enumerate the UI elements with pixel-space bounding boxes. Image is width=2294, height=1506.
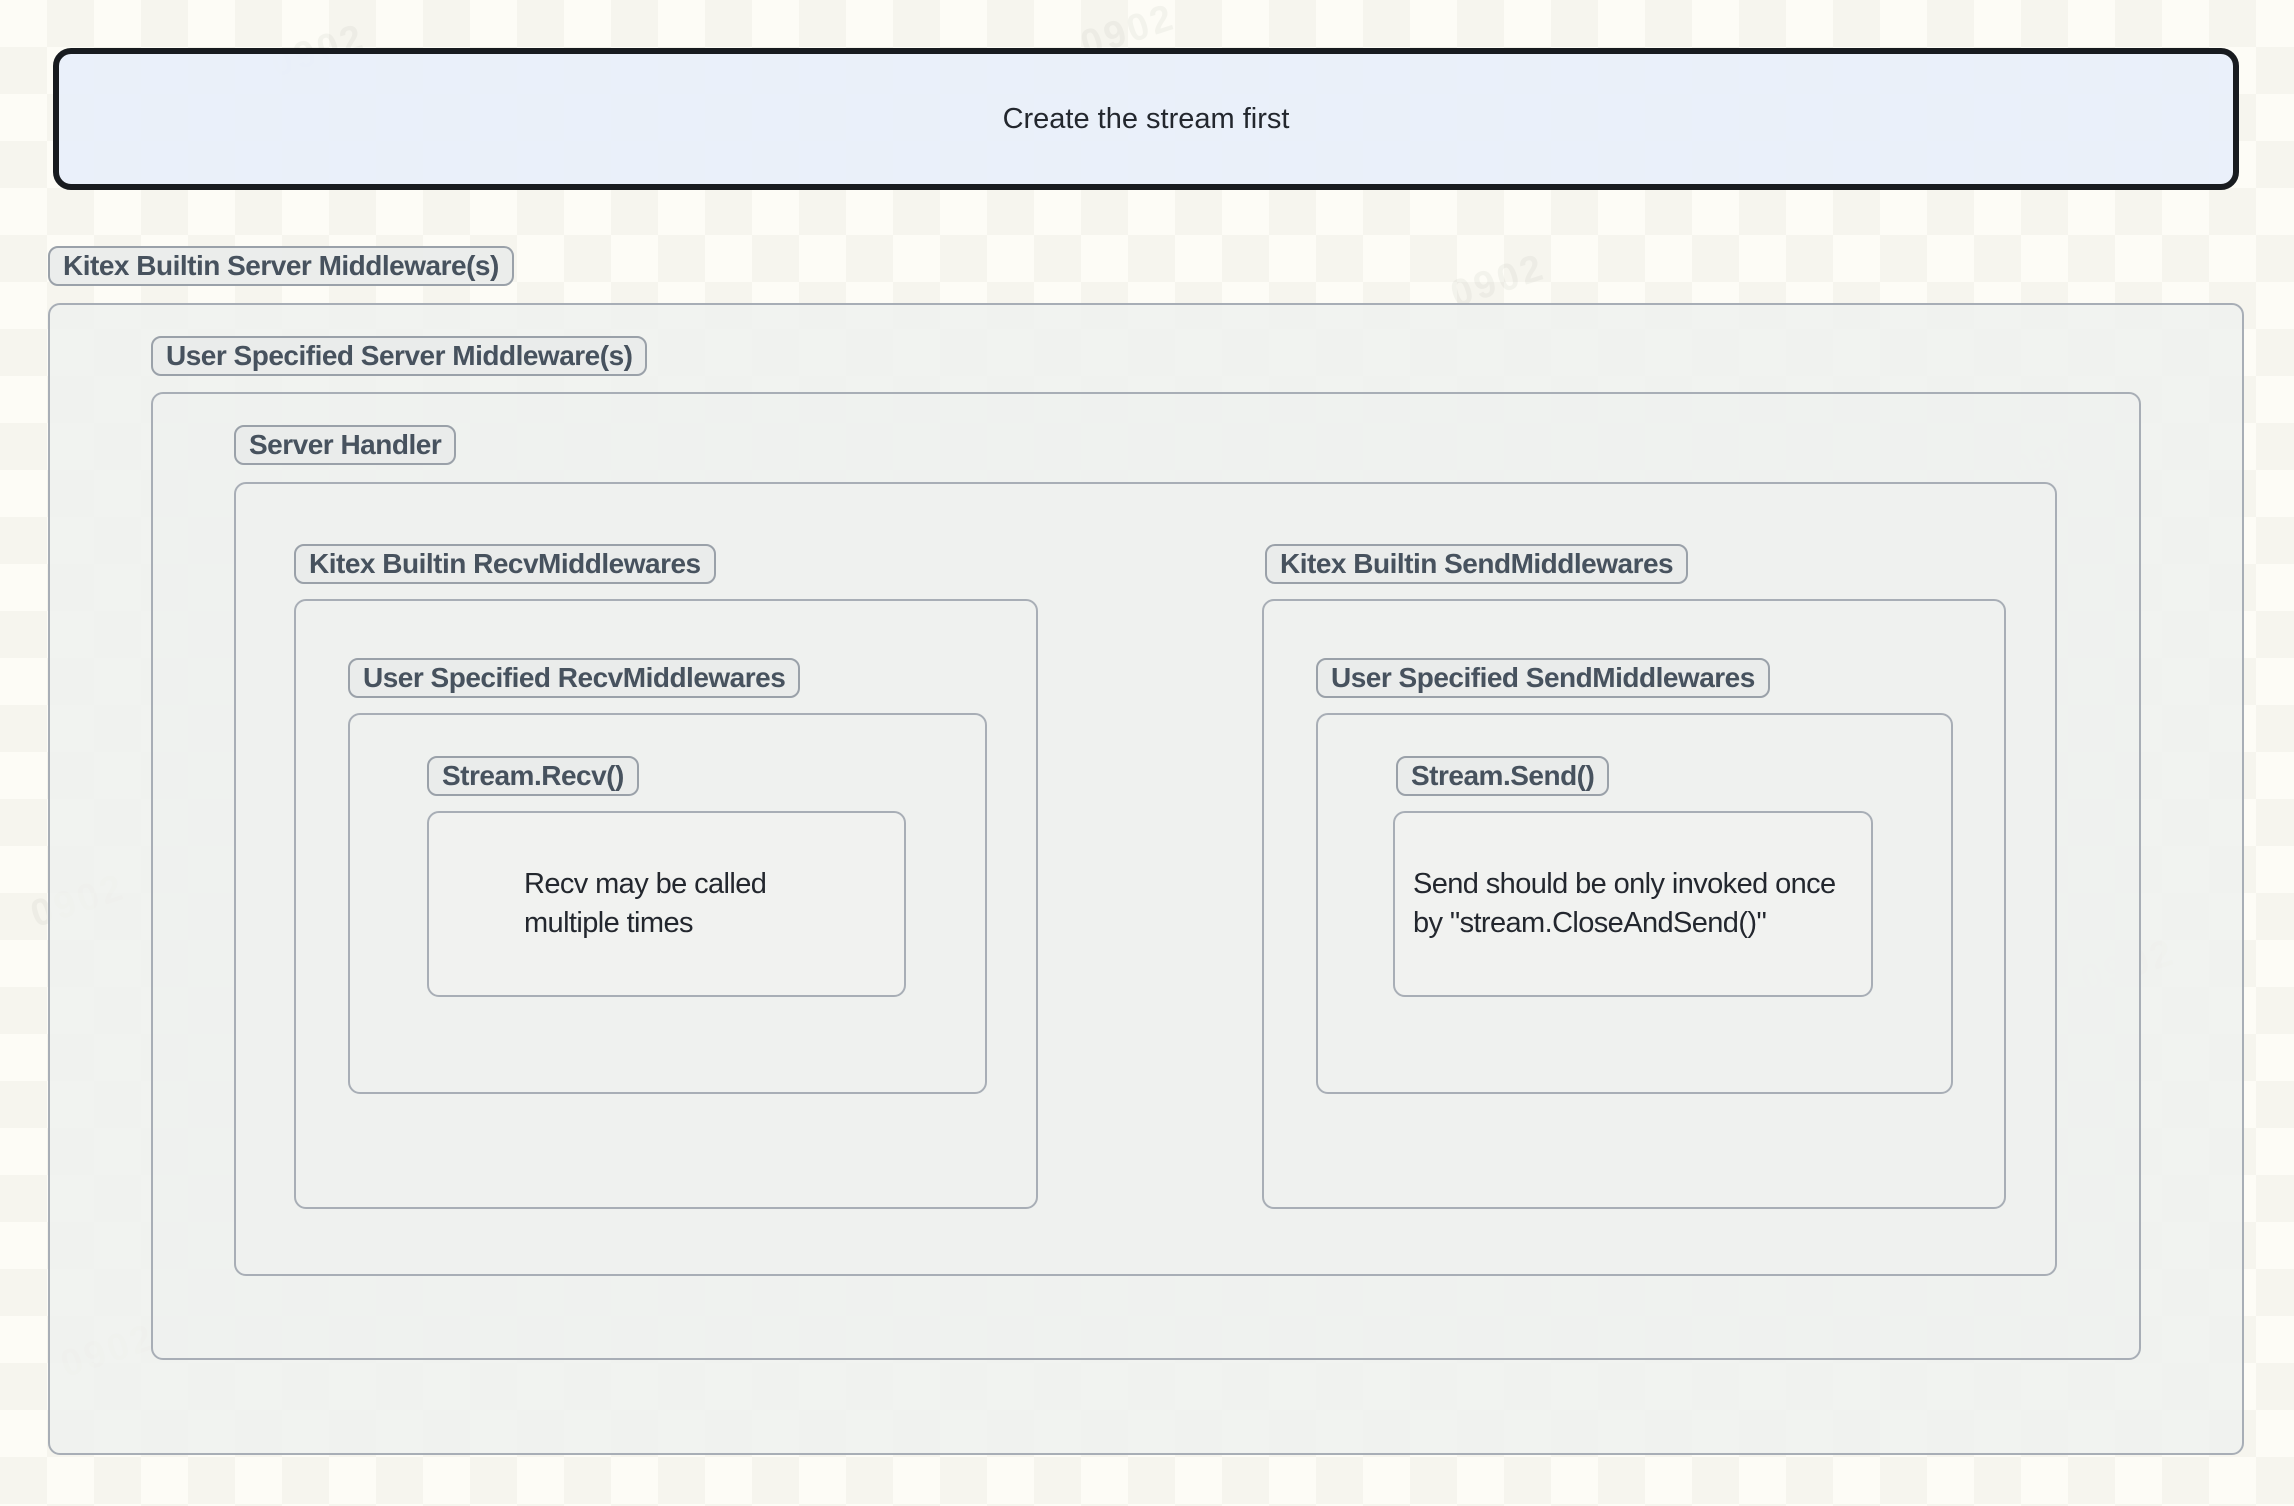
create-stream-note-label: Create the stream first bbox=[1002, 102, 1290, 135]
badge-kitex-builtin-server-middlewares: Kitex Builtin Server Middleware(s) bbox=[48, 246, 514, 286]
create-stream-note-box: Create the stream first bbox=[53, 48, 2239, 190]
badge-kitex-builtin-recv-middlewares: Kitex Builtin RecvMiddlewares bbox=[294, 544, 716, 584]
badge-stream-send: Stream.Send() bbox=[1396, 756, 1610, 796]
badge-kitex-builtin-send-middlewares: Kitex Builtin SendMiddlewares bbox=[1265, 544, 1689, 584]
recv-note-box: Recv may be called multiple times bbox=[427, 811, 906, 997]
recv-note-label: Recv may be called multiple times bbox=[524, 868, 767, 939]
send-note-label: Send should be only invoked once by "str… bbox=[1413, 868, 1836, 939]
badge-user-specified-send-middlewares: User Specified SendMiddlewares bbox=[1316, 658, 1770, 698]
badge-user-specified-server-middlewares: User Specified Server Middleware(s) bbox=[151, 336, 648, 376]
badge-stream-recv: Stream.Recv() bbox=[427, 756, 639, 796]
badge-user-specified-recv-middlewares: User Specified RecvMiddlewares bbox=[348, 658, 801, 698]
send-note-box: Send should be only invoked once by "str… bbox=[1393, 811, 1873, 997]
badge-server-handler: Server Handler bbox=[234, 425, 457, 465]
